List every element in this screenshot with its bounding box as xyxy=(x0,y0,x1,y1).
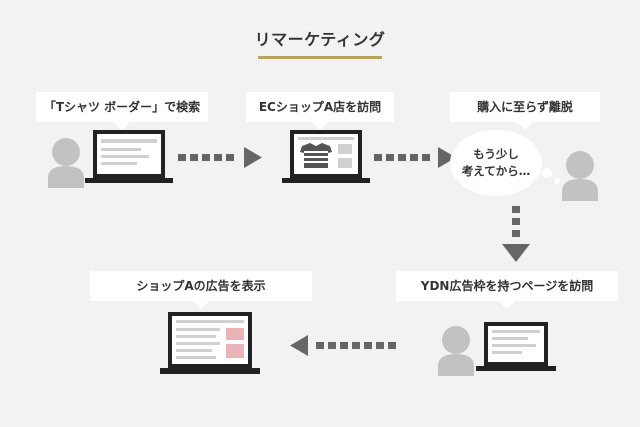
thought-line-2: 考えてから… xyxy=(461,164,531,178)
dotted-arrow-icon xyxy=(290,335,396,356)
thought-line-1: もう少し xyxy=(473,147,519,161)
ad-slot-2 xyxy=(226,344,244,358)
laptop-icon xyxy=(476,322,556,371)
laptop-icon xyxy=(85,130,173,183)
thought-bubble: もう少し 考えてから… xyxy=(450,130,542,196)
person-icon xyxy=(48,138,84,188)
person-icon xyxy=(438,326,474,376)
callout-step-leave: 購入に至らず離脱 xyxy=(450,92,600,130)
callout-step-visit-ydn: YDN広告枠を持つページを訪問 xyxy=(396,271,618,309)
person-icon xyxy=(562,151,598,201)
callout-step-search: 「Tシャツ ボーダー」で検索 xyxy=(36,92,208,130)
thought-bubble-tail xyxy=(542,168,552,178)
title-underline xyxy=(258,56,382,59)
thought-bubble-tail xyxy=(554,178,560,184)
laptop-icon xyxy=(160,312,260,374)
dotted-arrow-icon xyxy=(502,206,530,262)
callout-step-visit-shop: ECショップA店を訪問 xyxy=(246,92,394,130)
tshirt-icon xyxy=(300,143,332,168)
dotted-arrow-icon xyxy=(374,147,456,168)
ad-slot-1 xyxy=(226,328,244,340)
callout-step-show-ad: ショップAの広告を表示 xyxy=(90,271,312,309)
diagram-title: リマーケティング xyxy=(254,30,386,49)
dotted-arrow-icon xyxy=(178,147,262,168)
